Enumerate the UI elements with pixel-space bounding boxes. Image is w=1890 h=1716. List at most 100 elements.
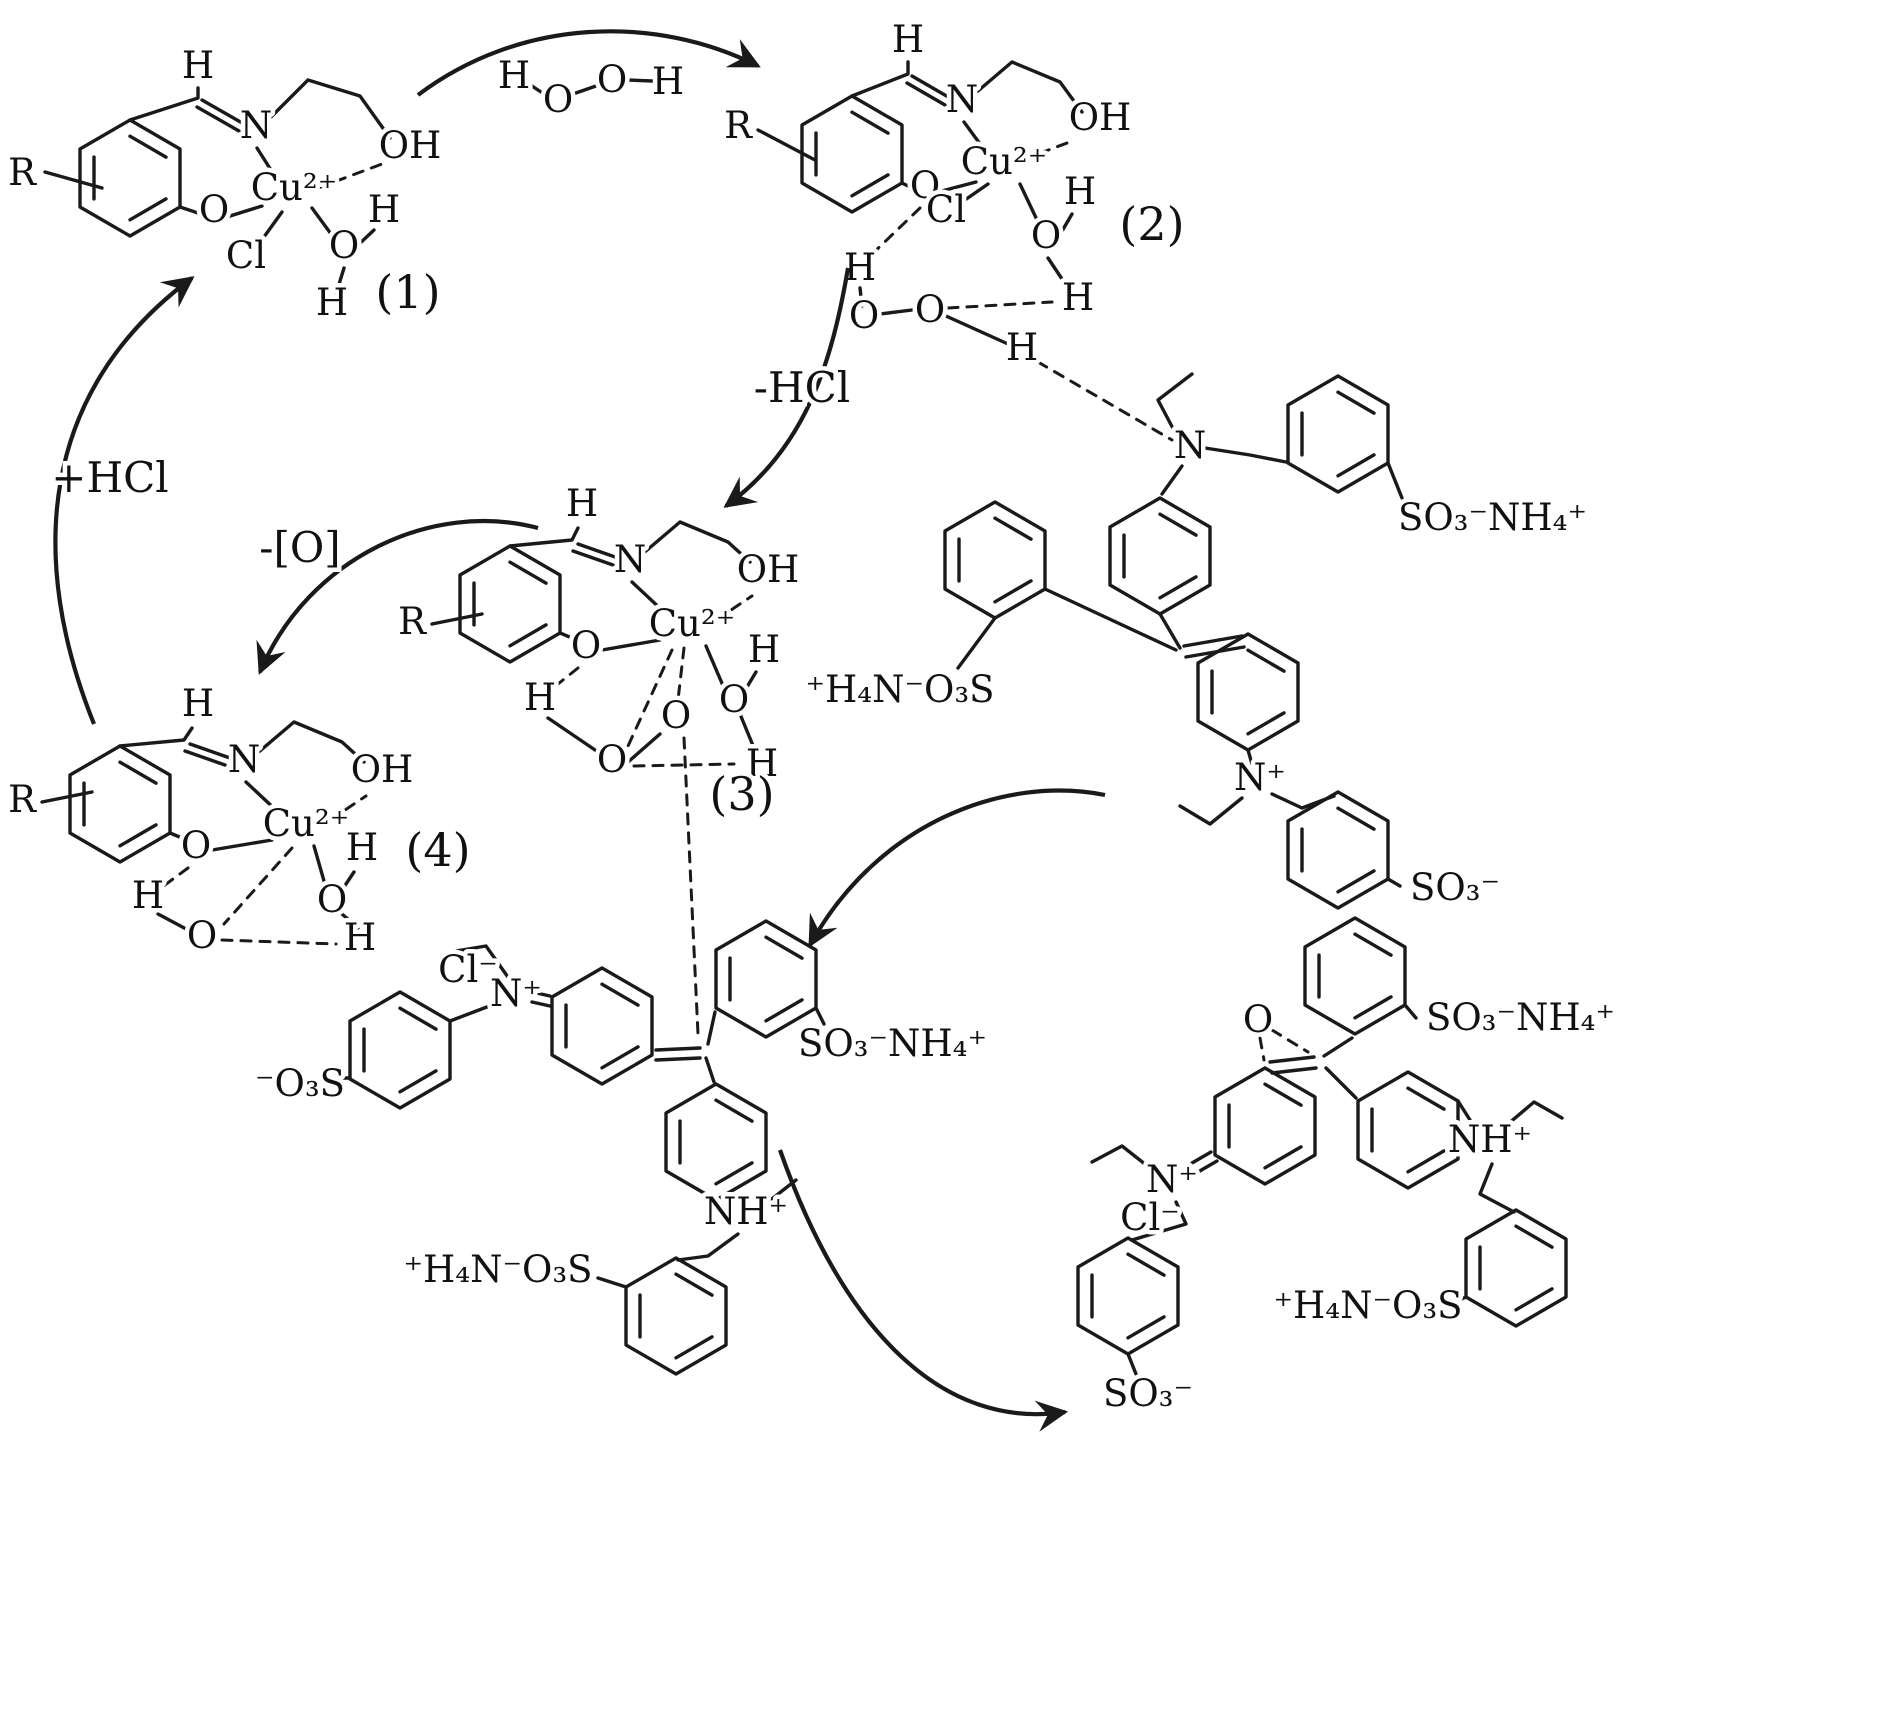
o-atom-label: O [1031, 214, 1061, 257]
plus-hcl-label: +HCl [51, 453, 168, 502]
ammonium-sulfonate-label: ⁺H₄N⁻O₃S [403, 1248, 592, 1291]
complex-3-bonds [430, 520, 758, 764]
r-substituent-label: R [8, 778, 37, 821]
dye-right-bottom-bonds [1090, 1003, 1564, 1376]
h-atom-label: H [344, 916, 376, 959]
h-atom-label: H [498, 54, 530, 97]
sulfonate-ammonium-label: SO₃⁻NH₄⁺ [1426, 996, 1615, 1039]
complex-3-number: (3) [709, 767, 774, 821]
arrow-minus-o [256, 519, 539, 675]
benzene-ring [68, 744, 172, 864]
h-atom-label: H [652, 60, 684, 103]
h-atom-label: H [1006, 326, 1038, 369]
h-atom-label: H [892, 18, 924, 61]
minus-hcl-label: -HCl [754, 363, 850, 412]
complex-4: R H N OH Cu²⁺ O H O O H H (4) [4, 678, 476, 964]
complex-4-number: (4) [405, 823, 470, 877]
o-atom-label: O [543, 78, 573, 121]
iminium-n-plus-label: N⁺ [1234, 756, 1286, 799]
ammonium-sulfonate-label: ⁺H₄N⁻O₃S [805, 668, 994, 711]
dye-molecule-right: N SO₃⁻NH₄⁺ ⁺H₄N⁻O₃S N⁺ SO₃⁻ [801, 372, 1592, 914]
h-atom-label: H [182, 44, 214, 87]
h-atom-label: H [566, 482, 598, 525]
benzene-ring [1213, 1066, 1317, 1186]
benzene-ring [800, 94, 904, 214]
benzene-ring [550, 966, 654, 1086]
complex-1-bonds [43, 78, 392, 296]
benzene-ring [1286, 374, 1390, 494]
complex-4-hydrogen-bonds [156, 794, 368, 946]
benzene-ring [1303, 916, 1407, 1036]
benzene-ring [1356, 1070, 1460, 1190]
benzene-ring [1464, 1208, 1568, 1328]
o-atom-label: O [910, 164, 940, 207]
h-atom-label: H [368, 188, 400, 231]
h-atom-label: H [182, 682, 214, 725]
h-atom-label: H [524, 676, 556, 719]
cl-atom-label: Cl [926, 188, 966, 231]
sulfonate-label: SO₃⁻ [1410, 866, 1500, 909]
o-atom-label: O [719, 678, 749, 721]
arrow-minus-hcl [723, 267, 851, 508]
arrow-1-to-2 [416, 29, 761, 97]
n-atom-label: N [228, 738, 260, 781]
h-atom-label: H [746, 742, 778, 785]
n-atom-label: N [614, 538, 646, 581]
o-atom-label: O [317, 878, 347, 921]
h-atom-label: H [346, 826, 378, 869]
h-atom-label: H [844, 246, 876, 289]
h-atom-label: H [748, 628, 780, 671]
minus-o-label: -[O] [259, 523, 340, 572]
o-atom-label: O [661, 694, 691, 737]
arrow-to-oxidized-dye [778, 1149, 1069, 1432]
cl-atom-label: Cl [226, 234, 266, 277]
iminium-n-plus-label: N⁺ [1146, 1158, 1198, 1201]
amine-n-label: N [1174, 424, 1206, 467]
sulfonate-left-label: ⁻O₃S [255, 1062, 345, 1105]
complex-2-bonds [756, 60, 1084, 346]
o-atom-label: O [187, 914, 217, 957]
complex-4-bonds [40, 720, 366, 932]
complex-3-hydrogen-bonds [546, 594, 754, 768]
r-substituent-label: R [398, 600, 427, 643]
complex-2-hydrogen-bonds [866, 138, 1174, 442]
benzene-ring [624, 1256, 728, 1376]
benzene-ring [664, 1082, 768, 1202]
o-atom-label: O [597, 738, 627, 781]
complex-1-hydrogen-bonds [316, 162, 384, 190]
cu-ion-label: Cu²⁺ [251, 166, 338, 209]
oh-group-label: OH [351, 748, 414, 791]
benzene-ring [1076, 1236, 1180, 1356]
h-atom-label: H [1064, 170, 1096, 213]
dye-molecule-bottom-right: O SO₃⁻NH₄⁺ N⁺ Cl⁻ SO₃⁻ NH⁺ ⁺H₄N⁻O₃S [1076, 916, 1620, 1420]
sulfonate-label: SO₃⁻ [1103, 1372, 1193, 1415]
benzene-ring [943, 500, 1047, 620]
oh-group-label: OH [1069, 96, 1132, 139]
o-atom-label: O [199, 188, 229, 231]
dye-right-bonds [956, 372, 1404, 888]
h-atom-label: H [132, 874, 164, 917]
complex-3: R H N OH Cu²⁺ O H O O O H H (3) [394, 478, 804, 826]
benzene-ring [348, 990, 452, 1110]
o-atom-label: O [849, 294, 879, 337]
h-atom-label: H [316, 281, 348, 324]
sulfonate-ammonium-label: SO₃⁻NH₄⁺ [1398, 496, 1587, 539]
h-atom-label: H [1062, 276, 1094, 319]
cu-ion-label: Cu²⁺ [263, 802, 350, 845]
sulfonate-ammonium-label: SO₃⁻NH₄⁺ [798, 1022, 987, 1065]
complex-2-number: (2) [1119, 197, 1184, 251]
n-atom-label: N [240, 104, 272, 147]
hydrogen-peroxide: H O O H [493, 50, 688, 126]
oxygen-attack-dashed-bonds [1258, 1028, 1310, 1062]
complex-1: R H N OH Cu²⁺ O Cl O H H (1) [4, 40, 446, 329]
dye-molecule-bottom-center: ⁻O₃S Cl⁻ N⁺ SO₃⁻NH₄⁺ NH⁺ ⁺H₄N⁻O₃S [250, 919, 992, 1376]
ammonium-nh-plus-label: NH⁺ [1448, 1118, 1532, 1161]
dye-center-bonds [338, 944, 826, 1289]
o-atom-label: O [329, 224, 359, 267]
ammonium-nh-plus-label: NH⁺ [704, 1190, 788, 1233]
chloride-label: Cl⁻ [438, 948, 498, 991]
cu-ion-label: Cu²⁺ [961, 140, 1048, 183]
complex-1-number: (1) [375, 265, 440, 319]
n-atom-label: N [946, 78, 978, 121]
